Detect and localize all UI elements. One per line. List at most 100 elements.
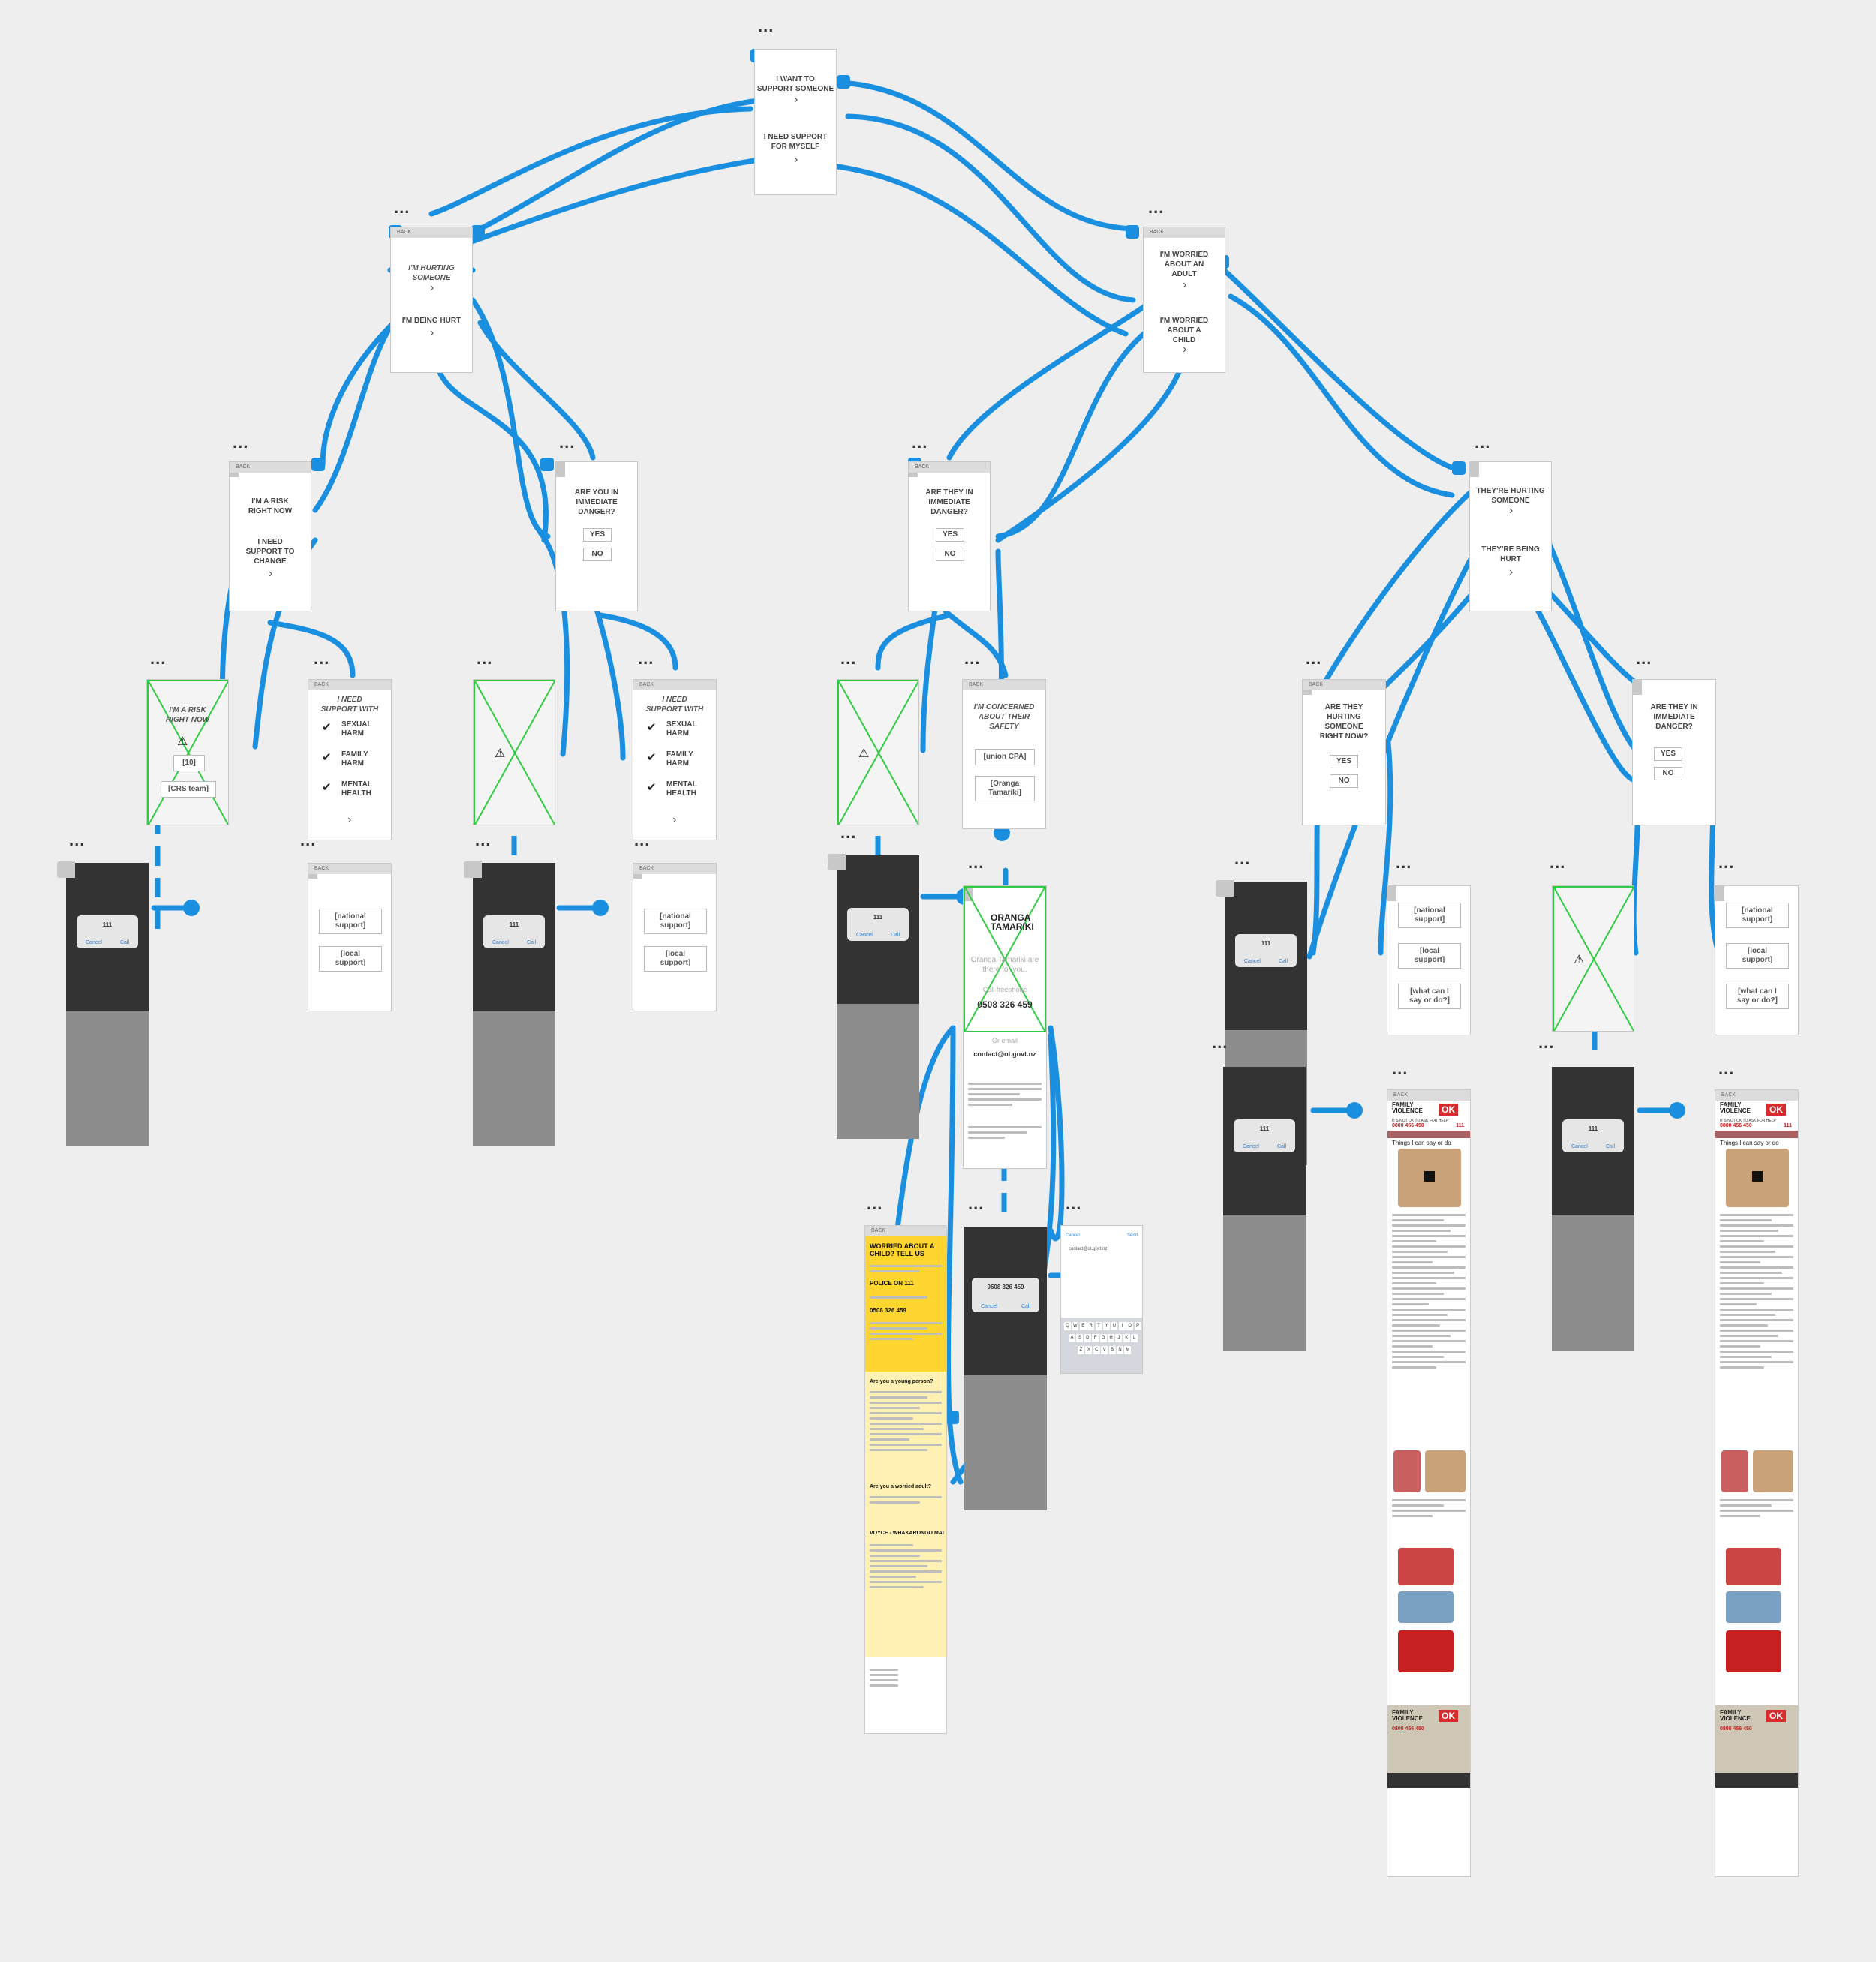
option-being-hurt[interactable]: I'M BEING HURT	[401, 317, 461, 325]
cancel-button[interactable]: Cancel	[1571, 1144, 1588, 1149]
call-button[interactable]: Call	[119, 940, 129, 945]
artboard-menu[interactable]: ...	[314, 649, 330, 668]
key-o[interactable]: O	[1126, 1322, 1134, 1330]
video-thumbnail[interactable]	[1398, 1149, 1461, 1207]
artboard-menu[interactable]: ...	[758, 17, 774, 35]
key-a[interactable]: A	[1069, 1334, 1075, 1342]
cancel-button[interactable]: Cancel	[1243, 1144, 1259, 1149]
back-bar[interactable]: BACK	[1387, 1090, 1470, 1101]
call-button[interactable]: Call	[526, 940, 536, 945]
artboard-menu[interactable]: ...	[1718, 853, 1735, 872]
artboard-menu[interactable]: ...	[1550, 853, 1566, 872]
key-b[interactable]: B	[1108, 1346, 1116, 1354]
no-button[interactable]: NO	[583, 548, 612, 561]
key-e[interactable]: E	[1079, 1322, 1087, 1330]
video-thumbnail[interactable]	[1753, 1450, 1793, 1492]
key-r[interactable]: R	[1087, 1322, 1095, 1330]
artboard-menu[interactable]: ...	[233, 433, 249, 452]
key-p[interactable]: P	[1134, 1322, 1141, 1330]
promo-image[interactable]	[1726, 1591, 1781, 1623]
key-k[interactable]: K	[1123, 1334, 1130, 1342]
artboard-menu[interactable]: ...	[1066, 1194, 1082, 1213]
artboard-menu[interactable]: ...	[1538, 1033, 1555, 1052]
phone-number-link[interactable]: 0508 326 459	[977, 999, 1033, 1010]
video-thumbnail[interactable]	[1726, 1149, 1789, 1207]
artboard-menu[interactable]: ...	[1396, 853, 1412, 872]
fv-phone[interactable]: 0800 456 450	[1392, 1123, 1424, 1128]
artboard-menu[interactable]: ...	[1392, 1059, 1409, 1078]
email-to[interactable]: contact@ot.govt.nz	[1069, 1247, 1108, 1251]
key-g[interactable]: G	[1099, 1334, 1107, 1342]
artboard-menu[interactable]: ...	[1636, 649, 1652, 668]
back-bar[interactable]: BACK	[230, 462, 311, 473]
option-crs-team[interactable]: [CRS team]	[161, 781, 216, 798]
video-thumbnail[interactable]	[1393, 1450, 1421, 1492]
artboard-menu[interactable]: ...	[1475, 433, 1491, 452]
artboard-menu[interactable]: ...	[300, 831, 317, 849]
key-x[interactable]: X	[1085, 1346, 1093, 1354]
key-i[interactable]: I	[1118, 1322, 1126, 1330]
back-bar[interactable]: BACK	[1715, 1090, 1798, 1101]
artboard-menu[interactable]: ...	[968, 1194, 985, 1213]
promo-image[interactable]	[1398, 1548, 1454, 1585]
promo-image[interactable]	[1398, 1630, 1454, 1672]
call-button[interactable]: Call	[1021, 1304, 1030, 1309]
back-bar[interactable]: BACK	[1144, 227, 1225, 238]
artboard-menu[interactable]: ...	[1718, 1059, 1735, 1078]
back-bar[interactable]: BACK	[865, 1226, 946, 1236]
artboard-menu[interactable]: ...	[968, 853, 985, 872]
key-q[interactable]: Q	[1064, 1322, 1071, 1330]
checkbox[interactable]: ✔	[647, 751, 657, 764]
back-bar[interactable]: BACK	[1303, 680, 1385, 690]
fv-phone[interactable]: 0800 456 450	[1720, 1726, 1752, 1732]
key-z[interactable]: Z	[1078, 1346, 1084, 1354]
artboard-menu[interactable]: ...	[840, 649, 857, 668]
key-c[interactable]: C	[1093, 1346, 1100, 1354]
option-union-cpa[interactable]: [union CPA]	[975, 749, 1035, 765]
promo-image[interactable]	[1726, 1630, 1781, 1672]
back-bar[interactable]: BACK	[308, 864, 391, 874]
yes-button[interactable]: YES	[1654, 747, 1682, 761]
yes-button[interactable]: YES	[583, 528, 612, 542]
option-10[interactable]: [10]	[173, 755, 205, 771]
video-thumbnail[interactable]	[1425, 1450, 1466, 1492]
call-button[interactable]: Call	[1278, 959, 1288, 964]
checkbox[interactable]: ✔	[322, 781, 332, 794]
back-bar[interactable]: BACK	[633, 680, 716, 690]
artboard-menu[interactable]: ...	[638, 649, 654, 668]
artboard-menu[interactable]: ...	[1234, 849, 1251, 868]
artboard-menu[interactable]: ...	[69, 831, 86, 849]
back-bar[interactable]: BACK	[963, 680, 1045, 690]
checkbox[interactable]: ✔	[647, 781, 657, 794]
no-button[interactable]: NO	[1330, 774, 1358, 788]
artboard-menu[interactable]: ...	[840, 823, 857, 842]
back-bar[interactable]: BACK	[909, 462, 990, 473]
email-send[interactable]: Send	[1126, 1233, 1138, 1238]
no-button[interactable]: NO	[1654, 767, 1682, 780]
key-u[interactable]: U	[1111, 1322, 1118, 1330]
key-s[interactable]: S	[1076, 1334, 1084, 1342]
artboard-menu[interactable]: ...	[475, 831, 492, 849]
artboard-menu[interactable]: ...	[559, 433, 576, 452]
artboard-menu[interactable]: ...	[634, 831, 651, 849]
promo-image[interactable]	[1398, 1591, 1454, 1623]
cancel-button[interactable]: Cancel	[492, 940, 509, 945]
fv-phone[interactable]: 0800 456 450	[1720, 1123, 1752, 1128]
key-d[interactable]: D	[1084, 1334, 1091, 1342]
